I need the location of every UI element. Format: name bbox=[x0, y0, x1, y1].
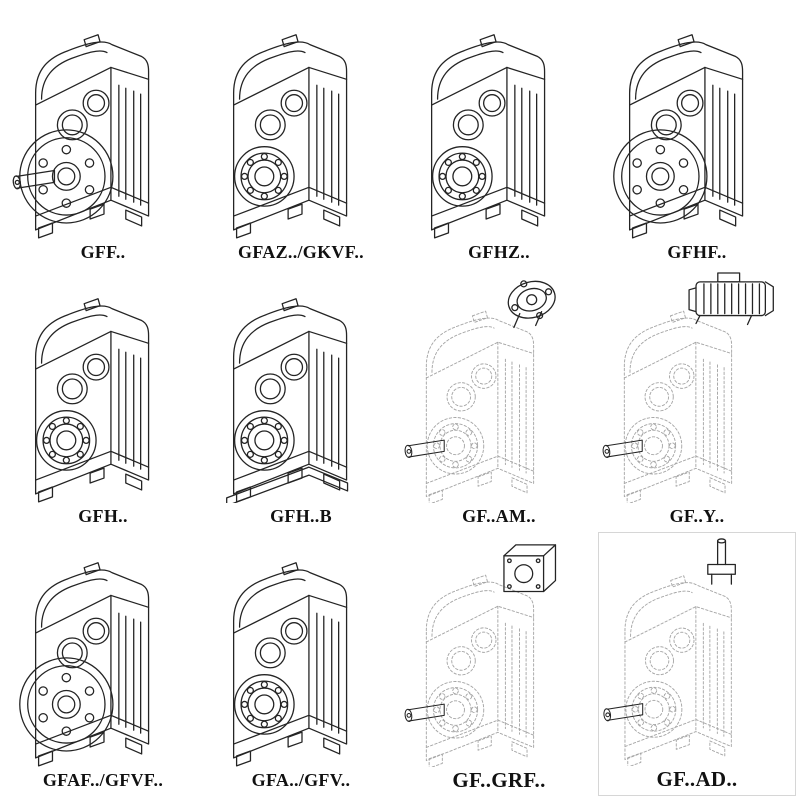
gearbox-with-motor-drawing bbox=[601, 272, 774, 503]
model-label: GFHZ.. bbox=[468, 241, 530, 262]
model-label: GFA../GFV.. bbox=[251, 769, 351, 790]
catalog-cell-gff: GFF.. bbox=[4, 4, 202, 268]
model-label: GFH.. bbox=[78, 505, 128, 526]
catalog-cell-gfaz-gkvf: GFAZ../GKVF.. bbox=[202, 4, 400, 268]
gearbox-hollow-shaft-drawing bbox=[430, 34, 546, 239]
model-label: GFF.. bbox=[80, 241, 126, 262]
model-label: GF..AD.. bbox=[656, 766, 738, 791]
model-label: GFAF../GFVF.. bbox=[42, 769, 164, 790]
catalog-cell-gf-ad: GF..AD.. bbox=[598, 532, 796, 796]
gearbox-iec-adapter-drawing bbox=[403, 275, 561, 503]
model-label: GFAZ../GKVF.. bbox=[238, 241, 364, 262]
gearbox-hollow-shaft-drawing bbox=[232, 34, 348, 239]
gearbox-flange-mounted-drawing bbox=[613, 34, 744, 239]
catalog-cell-gfhz: GFHZ.. bbox=[400, 4, 598, 268]
catalog-cell-gfhf: GFHF.. bbox=[598, 4, 796, 268]
catalog-cell-gf-y: GF..Y.. bbox=[598, 268, 796, 532]
catalog-cell-gfh: GFH.. bbox=[4, 268, 202, 532]
gearbox-hollow-shaft-drawing bbox=[232, 562, 348, 767]
catalog-cell-gf-am: GF..AM.. bbox=[400, 268, 598, 532]
gearbox-shaft-mounted-base-drawing bbox=[226, 298, 349, 503]
model-label: GFH..B bbox=[270, 505, 332, 526]
catalog-cell-gfaf-gfvf: GFAF../GFVF.. bbox=[4, 532, 202, 796]
gearbox-flange-shaft-drawing bbox=[11, 34, 150, 239]
gearbox-input-shaft-adapter-drawing bbox=[602, 538, 736, 766]
model-label: GF..Y.. bbox=[669, 505, 725, 526]
gearbox-shaft-mounted-drawing bbox=[34, 298, 150, 503]
gearbox-adapter-block-drawing bbox=[403, 544, 557, 767]
model-label: GFHF.. bbox=[667, 241, 727, 262]
catalog-cell-gfh-b: GFH..B bbox=[202, 268, 400, 532]
catalog-cell-gfa-gfv: GFA../GFV.. bbox=[202, 532, 400, 796]
catalog-cell-gf-grf: GF..GRF.. bbox=[400, 532, 598, 796]
model-label: GF..GRF.. bbox=[452, 767, 546, 792]
gearbox-flange-hollow-drawing bbox=[19, 562, 150, 767]
model-label: GF..AM.. bbox=[462, 505, 536, 526]
